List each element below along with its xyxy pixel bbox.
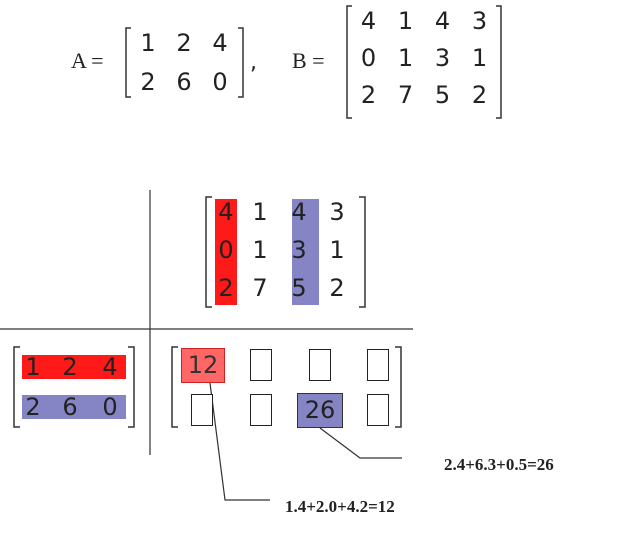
product-a-cell: 4: [102, 353, 118, 381]
matrix-b-row: 0 1 3 1: [350, 43, 500, 73]
definition-separator: ,: [250, 50, 257, 75]
product-a-cell: 0: [102, 393, 118, 421]
matrix-a-cell: 4: [212, 29, 228, 57]
leader-line-blue: [319, 427, 402, 459]
highlight-a-row-2: [22, 395, 126, 419]
matrix-b-cell: 4: [434, 7, 451, 35]
matrix-a-label: A =: [71, 48, 104, 73]
result-value-12: 12: [187, 351, 219, 379]
matrix-b-cell: 1: [397, 44, 414, 72]
blue-calculation-note: 2.4+6.3+0.5=26: [444, 455, 554, 474]
leader-line-red: [209, 382, 270, 501]
red-calculation-note: 1.4+2.0+4.2=12: [285, 497, 395, 516]
product-b-cell: 1: [252, 198, 268, 226]
product-b-cell: 4: [291, 198, 307, 226]
matrix-a-cell: 6: [176, 68, 192, 96]
result-cell-1-1: 12: [181, 348, 225, 383]
product-b-cell: 0: [218, 236, 234, 264]
matrix-b-left-bracket: [346, 5, 352, 119]
result-cell-empty: [309, 349, 331, 381]
product-b-row: 2 7 5 2: [211, 273, 361, 303]
matrix-a-cell: 2: [176, 29, 192, 57]
highlight-a-row-1: [22, 355, 126, 379]
product-a-row: 1 2 4: [16, 352, 131, 382]
highlight-b-column-1: [215, 199, 237, 305]
product-b-cell: 4: [218, 198, 234, 226]
matrix-b-cell: 7: [397, 81, 414, 109]
result-cell-empty: [250, 394, 272, 426]
product-a-cell: 1: [25, 353, 41, 381]
matrix-b-cell: 2: [360, 81, 377, 109]
matrix-b-label: B =: [292, 48, 325, 73]
product-b-cell: 7: [252, 274, 268, 302]
matrix-a-right-bracket: [238, 27, 244, 98]
matrix-b-right-bracket: [496, 5, 502, 119]
matrix-a-cell: 1: [140, 29, 156, 57]
product-a-row: 2 6 0: [16, 392, 131, 422]
matrix-b-cell: 5: [434, 81, 451, 109]
product-a-cell: 2: [62, 353, 78, 381]
highlight-b-column-3: [292, 199, 319, 305]
matrix-b-cell: 1: [471, 44, 488, 72]
product-b-row: 4 1 4 3: [211, 197, 361, 227]
result-cell-empty: [367, 394, 389, 426]
product-b-left-bracket: [205, 196, 212, 308]
product-b-cell: 3: [329, 198, 345, 226]
matrix-a-row: 2 6 0: [130, 67, 240, 97]
product-matrix-b: 4 1 4 3 0 1 3 1 2 7 5 2: [211, 197, 361, 303]
matrix-b-cell: 4: [360, 7, 377, 35]
product-b-cell: 1: [329, 236, 345, 264]
matrix-a-cell: 2: [140, 68, 156, 96]
product-a-left-bracket: [13, 346, 20, 428]
matrix-a-cell: 0: [212, 68, 228, 96]
result-cell-empty: [367, 349, 389, 381]
product-a-cell: 2: [25, 393, 41, 421]
matrix-b-row: 4 1 4 3: [350, 6, 500, 36]
result-left-bracket: [171, 346, 178, 428]
product-b-cell: 5: [291, 274, 307, 302]
matrix-b-row: 2 7 5 2: [350, 80, 500, 110]
matrix-a-row: 1 2 4: [130, 28, 240, 58]
matrix-b-cell: 0: [360, 44, 377, 72]
matrix-b-cell: 2: [471, 81, 488, 109]
matrix-b-definition: 4 1 4 3 0 1 3 1 2 7 5 2: [350, 6, 500, 110]
result-cell-empty: [250, 349, 272, 381]
result-value-26: 26: [304, 396, 336, 424]
product-b-cell: 2: [329, 274, 345, 302]
matrix-b-cell: 3: [434, 44, 451, 72]
product-b-cell: 1: [252, 236, 268, 264]
product-b-row: 0 1 3 1: [211, 235, 361, 265]
result-cell-2-3: 26: [297, 393, 343, 428]
matrix-b-cell: 3: [471, 7, 488, 35]
product-a-right-bracket: [128, 346, 135, 428]
matrix-b-cell: 1: [397, 7, 414, 35]
product-a-cell: 6: [62, 393, 78, 421]
product-matrix-a: 1 2 4 2 6 0: [16, 352, 131, 422]
matrix-a-left-bracket: [125, 27, 131, 98]
product-b-cell: 3: [291, 236, 307, 264]
result-cell-empty: [191, 394, 213, 426]
product-b-right-bracket: [359, 196, 366, 308]
result-right-bracket: [395, 346, 402, 428]
matrix-a-definition: 1 2 4 2 6 0: [130, 28, 240, 97]
product-b-cell: 2: [218, 274, 234, 302]
